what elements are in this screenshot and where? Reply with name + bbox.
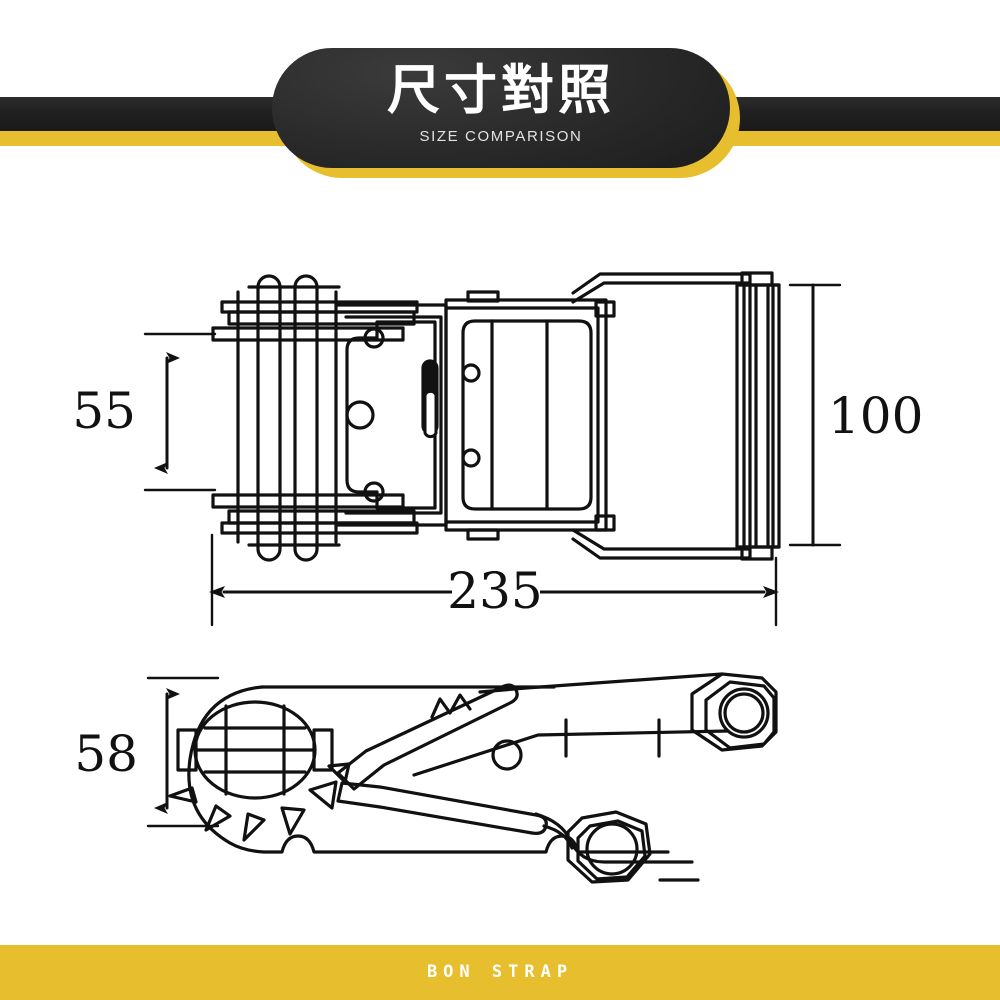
upper-handle-arm: [412, 672, 778, 777]
top-view-group: [211, 271, 781, 562]
dimension-label-58: 58: [74, 725, 138, 783]
brand-name: BON STRAP: [426, 962, 574, 982]
page-title: 尺寸對照: [387, 60, 615, 121]
handle-linkage: [534, 812, 694, 864]
dimension-label-55: 55: [72, 382, 136, 440]
dimension-label-235-front: 235: [447, 562, 542, 620]
footer-bar: BON STRAP: [0, 945, 1000, 1000]
handle-grip: [735, 271, 781, 561]
side-view-group: [168, 672, 778, 884]
dimension-100: [788, 283, 842, 547]
plate-hole: [491, 739, 523, 771]
label-235-mask: [452, 578, 540, 608]
drawing-svg: 55 100 235 58 235: [72, 271, 923, 884]
ratchet-drum: [444, 290, 616, 541]
axle-assembly: [211, 274, 419, 562]
lower-hex-nut: [566, 810, 652, 884]
header-banner: 尺寸對照 SIZE COMPARISON: [0, 0, 1000, 190]
dimension-55: [143, 332, 217, 492]
page-subtitle: SIZE COMPARISON: [419, 128, 583, 145]
side-body-outline: [187, 685, 670, 854]
handle-arms: [571, 272, 752, 560]
dimension-58: [146, 676, 220, 828]
release-lever: [336, 683, 519, 791]
release-slot: [421, 359, 439, 439]
header-pill: 尺寸對照 SIZE COMPARISON: [272, 48, 730, 168]
pawl-linkage: [327, 762, 548, 835]
dimension-label-100: 100: [828, 387, 923, 445]
gear-teeth: [168, 780, 338, 842]
technical-drawing: 55 100 235 58 235: [0, 190, 1000, 945]
ratchet-gear: [176, 700, 334, 800]
